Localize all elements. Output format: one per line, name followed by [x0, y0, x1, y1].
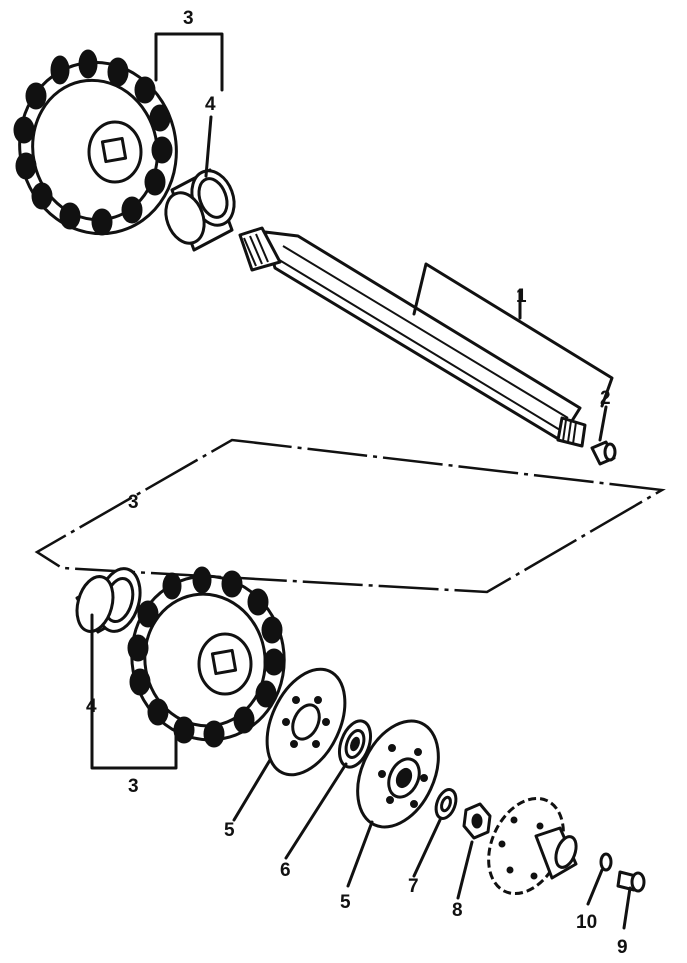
bolt: [616, 870, 646, 893]
drive-sprocket-top: [13, 49, 178, 236]
hex-nut: [462, 802, 492, 840]
drive-sprocket-bottom: [127, 566, 286, 748]
bushing-bottom: [75, 567, 142, 634]
lockwasher: [599, 852, 613, 872]
bushing-top: [164, 168, 236, 252]
shaft: [238, 226, 587, 448]
callout-3-center: 3: [128, 492, 139, 513]
washer: [434, 788, 458, 820]
callout-4-bottom: 4: [86, 696, 97, 717]
callout-1: 1: [516, 286, 527, 307]
callout-5-left: 5: [224, 820, 235, 841]
callout-9: 9: [617, 937, 628, 958]
callout-4-top: 4: [205, 94, 216, 115]
leader-lines: [90, 32, 632, 930]
callout-10: 10: [576, 912, 597, 933]
hub-flange: [487, 796, 578, 896]
bearing: [337, 719, 373, 769]
callout-8: 8: [452, 900, 463, 921]
callout-3-bottom: 3: [128, 776, 139, 797]
callout-7: 7: [408, 876, 419, 897]
callout-6: 6: [280, 860, 291, 881]
callout-labels: 3 4 1 2 3 4 3 5 6 5 7 8 10 9: [86, 8, 628, 958]
callout-2: 2: [600, 388, 611, 409]
seal-plate-right: [356, 719, 440, 829]
assembly-outline: [34, 438, 666, 594]
grease-fitting: [590, 440, 617, 466]
seal-plate-left: [265, 667, 347, 777]
callout-5-right: 5: [340, 892, 351, 913]
callout-3-top: 3: [183, 8, 194, 29]
